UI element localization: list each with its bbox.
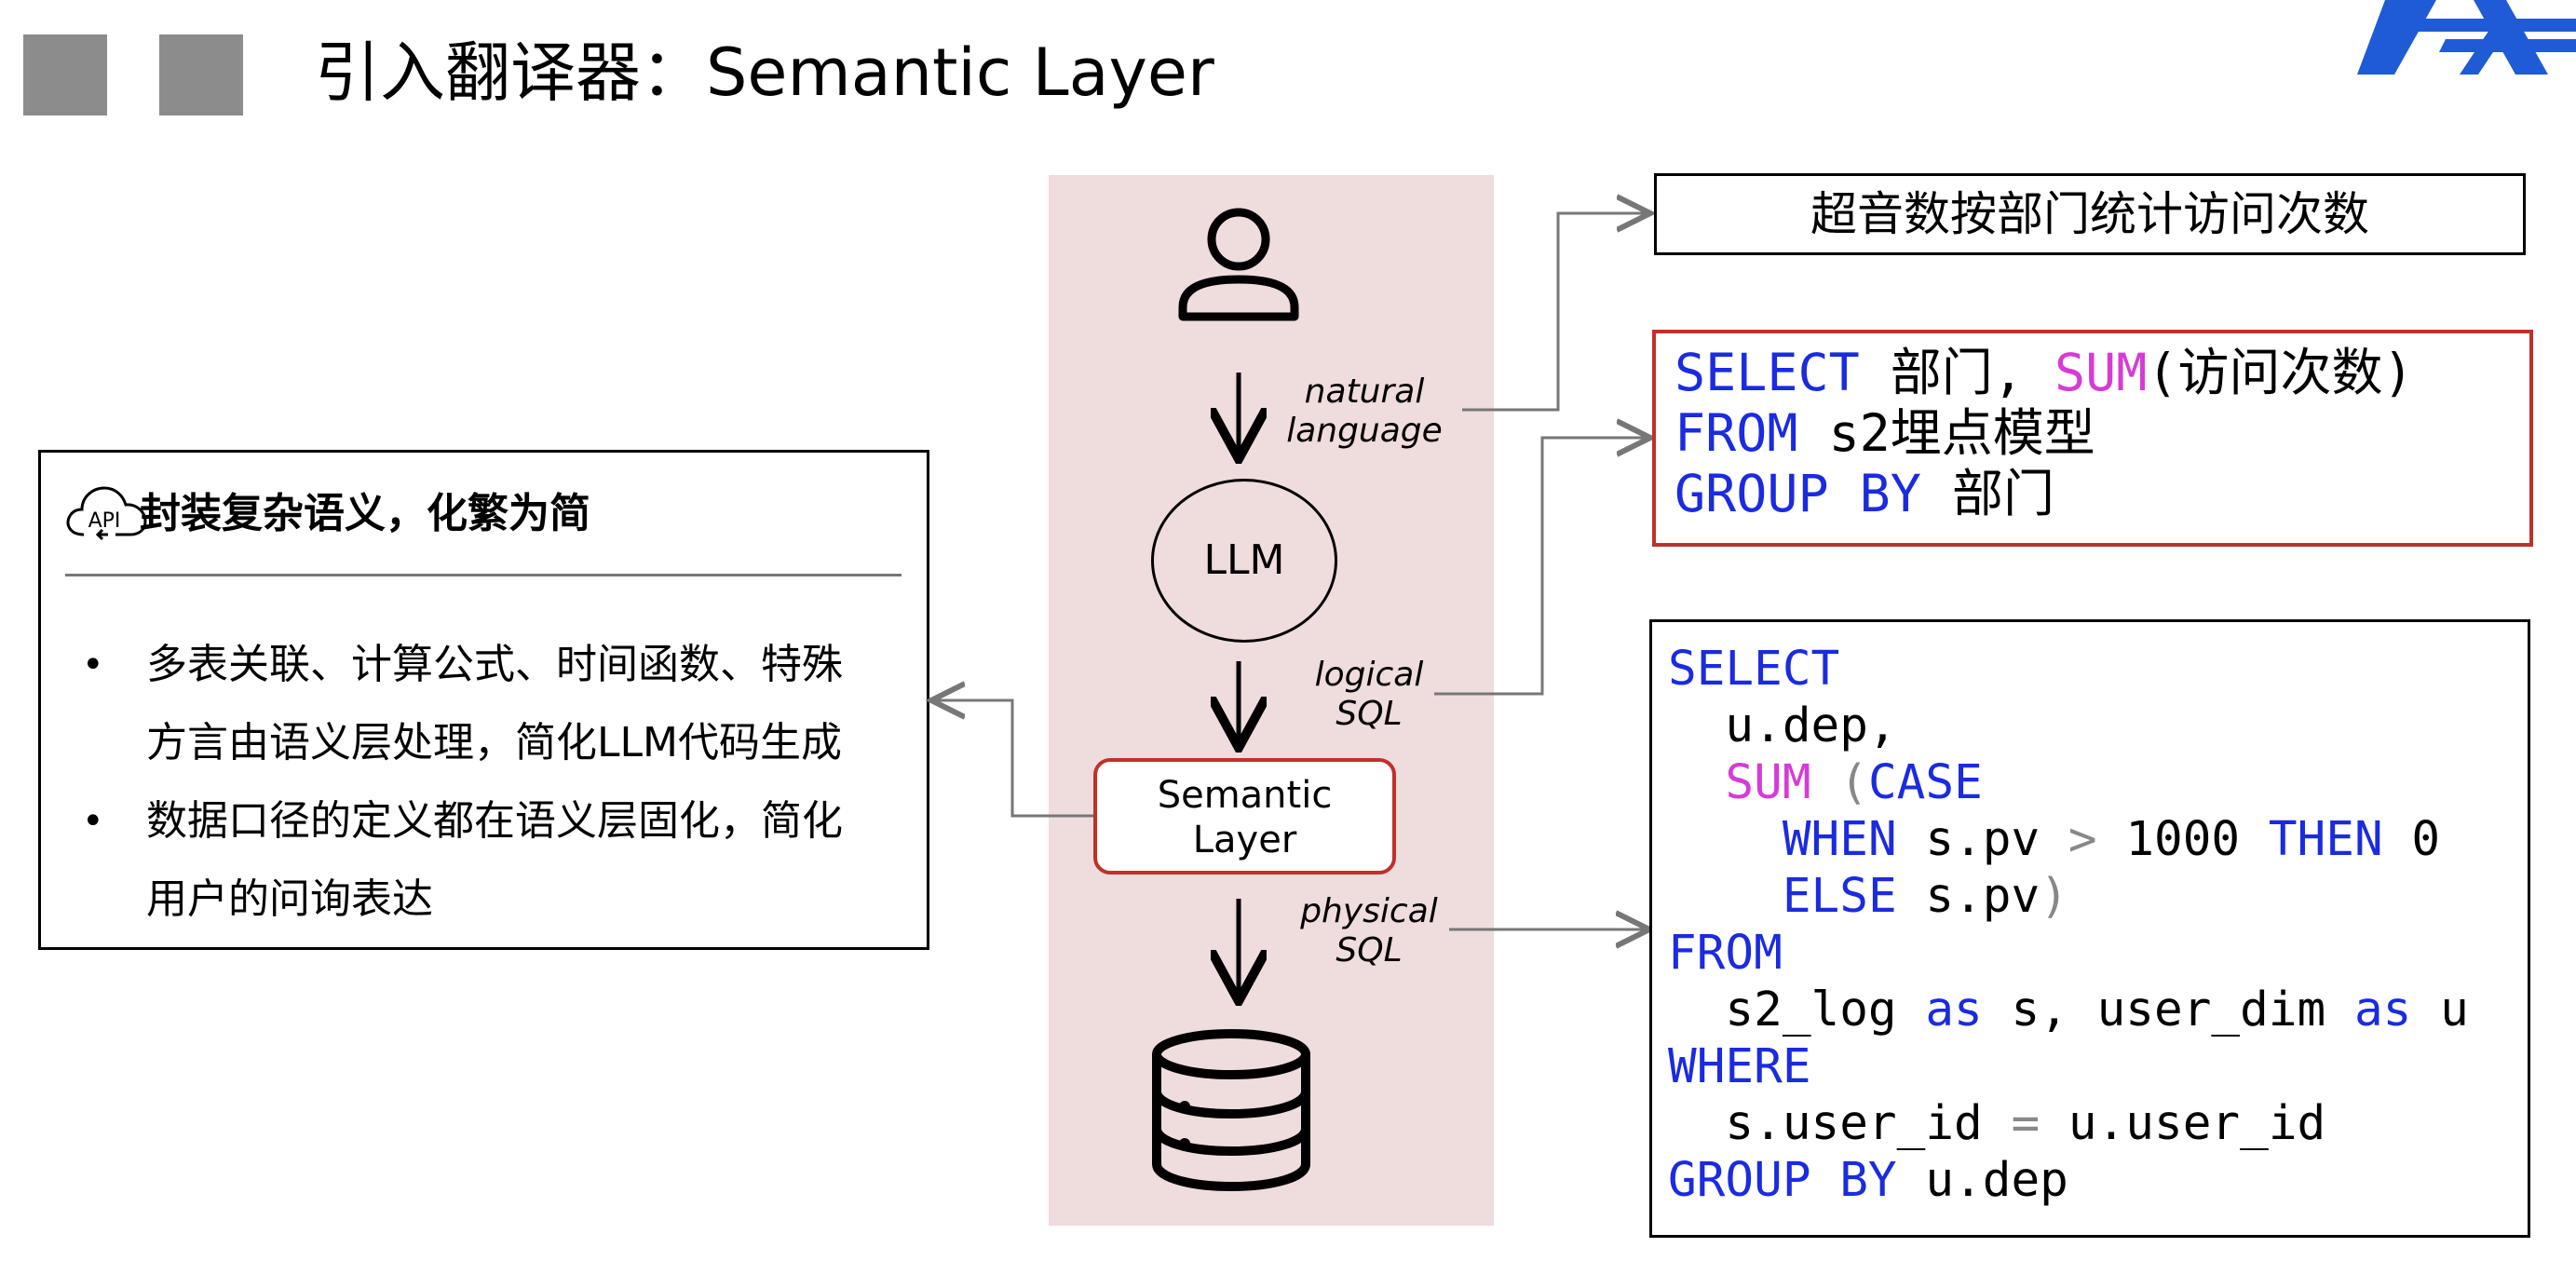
bullet-line: 数据口径的定义都在语义层固化，简化 — [146, 797, 843, 845]
pipeline-band — [1049, 175, 1494, 1226]
slide-title: 引入翻译器：Semantic Layer — [315, 34, 1214, 111]
llm-node: LLM — [1151, 479, 1337, 643]
sql-keyword: FROM — [1668, 926, 1783, 981]
header-square-1 — [23, 34, 107, 115]
sql-text: s, user_dim — [1982, 983, 2354, 1037]
sql-operator: = — [2011, 1096, 2040, 1151]
sql-keyword: WHERE — [1668, 1039, 1811, 1094]
sql-text — [1668, 755, 1725, 810]
sql-operator: > — [2068, 812, 2097, 867]
sql-keyword: SELECT — [1674, 343, 1860, 402]
natural-language-label: natural language — [1271, 373, 1457, 451]
panel-heading: 封装复杂语义，化繁为简 — [140, 490, 590, 537]
physical-sql-code: SELECT u.dep, SUM (CASE WHEN s.pv > 1000… — [1668, 641, 2469, 1209]
sql-text: u.user_id — [2040, 1096, 2326, 1151]
sql-keyword: GROUP BY — [1668, 1153, 1897, 1208]
sql-text: u.dep, — [1668, 698, 1897, 753]
sql-text: u — [2411, 983, 2469, 1037]
sql-keyword: CASE — [1867, 755, 1983, 810]
bullet-line: 用户的问询表达 — [146, 875, 433, 923]
database-icon — [1152, 1029, 1310, 1192]
cloud-api-icon: API — [66, 486, 147, 541]
semantic-layer-node: Semantic Layer — [1093, 758, 1396, 875]
bullet-line: 方言由语义层处理，简化LLM代码生成 — [146, 719, 842, 766]
sql-punct: ( — [1810, 755, 1868, 810]
nl-query-box: 超音数按部门统计访问次数 — [1654, 173, 2526, 255]
logical-sql-label: logical SQL — [1276, 656, 1462, 734]
sql-keyword: ELSE — [1782, 869, 1897, 924]
sql-function: SUM — [2054, 343, 2148, 402]
label-line: natural — [1304, 373, 1425, 411]
sql-text: 1000 — [2096, 812, 2269, 867]
header-square-2 — [159, 34, 243, 115]
sql-keyword: WHEN — [1782, 812, 1897, 867]
physical-sql-box: SELECT u.dep, SUM (CASE WHEN s.pv > 1000… — [1649, 619, 2530, 1238]
sql-text: 部门 — [1920, 464, 2055, 523]
label-line: SQL — [1335, 931, 1403, 969]
sql-keyword: FROM — [1674, 403, 1798, 463]
label-line: language — [1286, 412, 1443, 450]
svg-text:API: API — [88, 509, 121, 533]
logo-icon — [2357, 0, 2576, 75]
sql-text: s2埋点模型 — [1797, 403, 2095, 463]
sql-keyword: GROUP BY — [1674, 464, 1921, 523]
label-line: SQL — [1335, 695, 1403, 733]
panel-divider — [65, 574, 902, 576]
node-line: Semantic — [1157, 774, 1333, 817]
node-line: Layer — [1192, 819, 1297, 861]
sql-text: (访问次数) — [2147, 343, 2414, 402]
sql-text — [1668, 812, 1783, 867]
sql-text: s.user_id — [1668, 1096, 2012, 1151]
bullet-line: 多表关联、计算公式、时间函数、特殊 — [146, 641, 843, 688]
logical-sql-box: SELECT 部门, SUM(访问次数) FROM s2埋点模型 GROUP B… — [1652, 330, 2533, 547]
bullet-dot: • — [82, 800, 104, 843]
physical-sql-label: physical SQL — [1276, 892, 1462, 970]
user-icon — [1178, 208, 1299, 321]
sql-text — [1668, 869, 1783, 924]
sql-punct: ) — [2040, 869, 2068, 924]
sql-text: 部门, — [1859, 343, 2055, 402]
sql-function: SUM — [1725, 755, 1811, 810]
label-line: physical — [1300, 892, 1438, 930]
label-line: logical — [1314, 656, 1424, 694]
sql-keyword: as — [2353, 983, 2412, 1037]
logical-sql-code: SELECT 部门, SUM(访问次数) FROM s2埋点模型 GROUP B… — [1674, 343, 2414, 524]
sql-text: u.dep — [1896, 1153, 2068, 1208]
bullet-dot: • — [82, 644, 104, 686]
sql-text: s.pv — [1896, 869, 2040, 924]
sql-text: s2_log — [1668, 983, 1926, 1037]
sql-keyword: as — [1925, 983, 1983, 1037]
sql-keyword: THEN — [2268, 812, 2383, 867]
sql-text: 0 — [2382, 812, 2441, 867]
sql-text: s.pv — [1896, 812, 2068, 867]
sql-keyword: SELECT — [1668, 642, 1840, 697]
